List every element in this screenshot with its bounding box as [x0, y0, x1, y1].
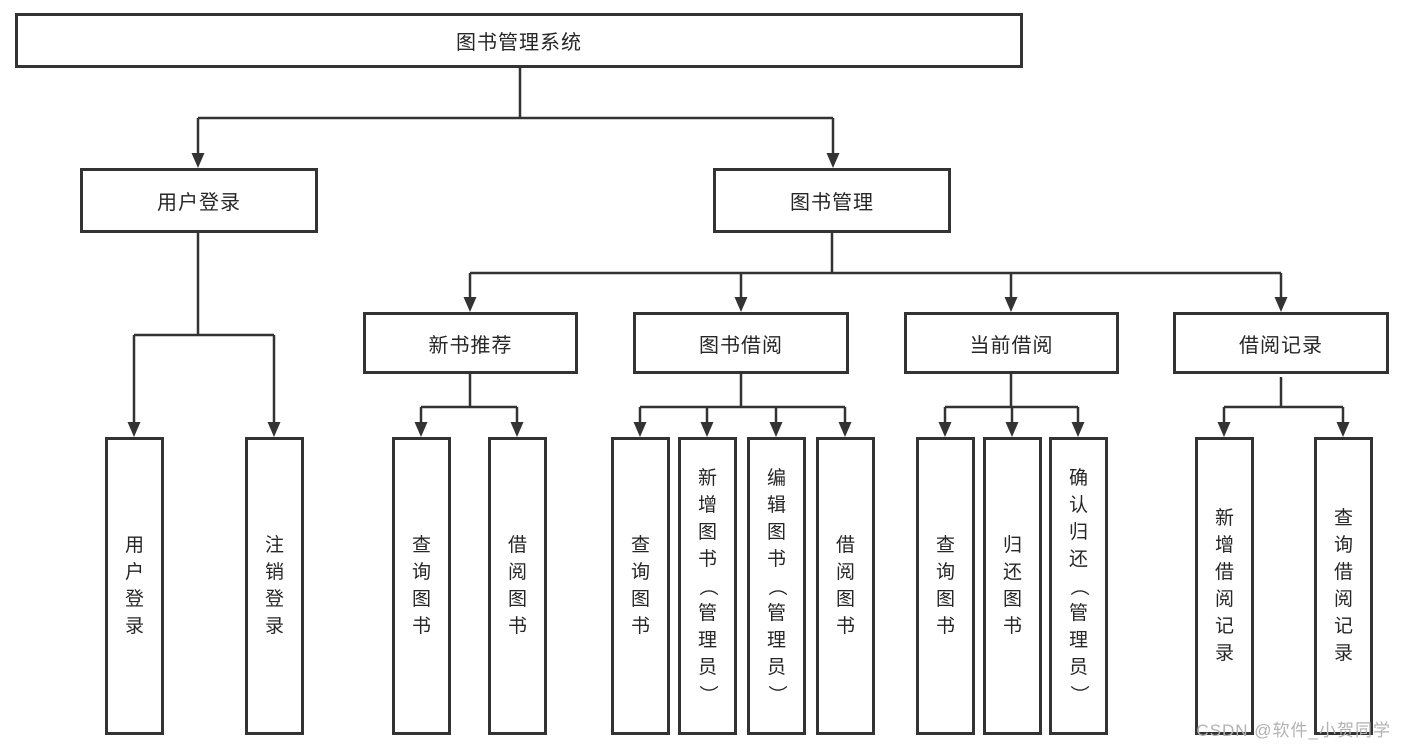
leaf-borrow-books-borrowing: 借阅图书: [816, 437, 875, 735]
leaf-add-borrow-record: 新增借阅记录: [1195, 437, 1254, 735]
leaf-query-books-recommend: 查询图书: [392, 437, 451, 735]
node-label: 图书借阅: [699, 334, 783, 357]
node-label: 图书管理: [790, 192, 874, 214]
node-label: 用户登录: [157, 192, 241, 214]
node-root-label: 图书管理系统: [456, 32, 582, 54]
leaf-query-books-borrowing: 查询图书: [611, 437, 670, 735]
node-current-borrowing: 当前借阅: [904, 312, 1119, 374]
leaf-query-borrow-record: 查询借阅记录: [1314, 437, 1373, 735]
leaf-add-book-admin: 新增图书（管理员）: [678, 437, 737, 735]
leaf-edit-book-admin: 编辑图书（管理员）: [747, 437, 806, 735]
leaf-borrow-books-recommend: 借阅图书: [488, 437, 547, 735]
node-user-login-branch: 用户登录: [80, 168, 318, 233]
leaf-return-book: 归还图书: [983, 437, 1042, 735]
node-label: 借阅记录: [1239, 334, 1323, 357]
node-new-book-recommend: 新书推荐: [363, 312, 578, 374]
leaf-confirm-return-admin: 确认归还（管理员）: [1049, 437, 1108, 735]
node-label: 新书推荐: [428, 334, 513, 357]
leaf-user-login: 用户登录: [105, 437, 164, 735]
csdn-watermark: CSDN @软件_小贺同学: [1196, 721, 1391, 740]
node-borrowing-records: 借阅记录: [1173, 312, 1389, 374]
node-book-borrowing: 图书借阅: [633, 312, 849, 374]
leaf-logout-login: 注销登录: [245, 437, 304, 735]
node-root-system: 图书管理系统: [15, 13, 1023, 68]
node-book-management: 图书管理: [713, 168, 951, 233]
leaf-query-books-current: 查询图书: [916, 437, 975, 735]
node-label: 当前借阅: [969, 334, 1054, 357]
